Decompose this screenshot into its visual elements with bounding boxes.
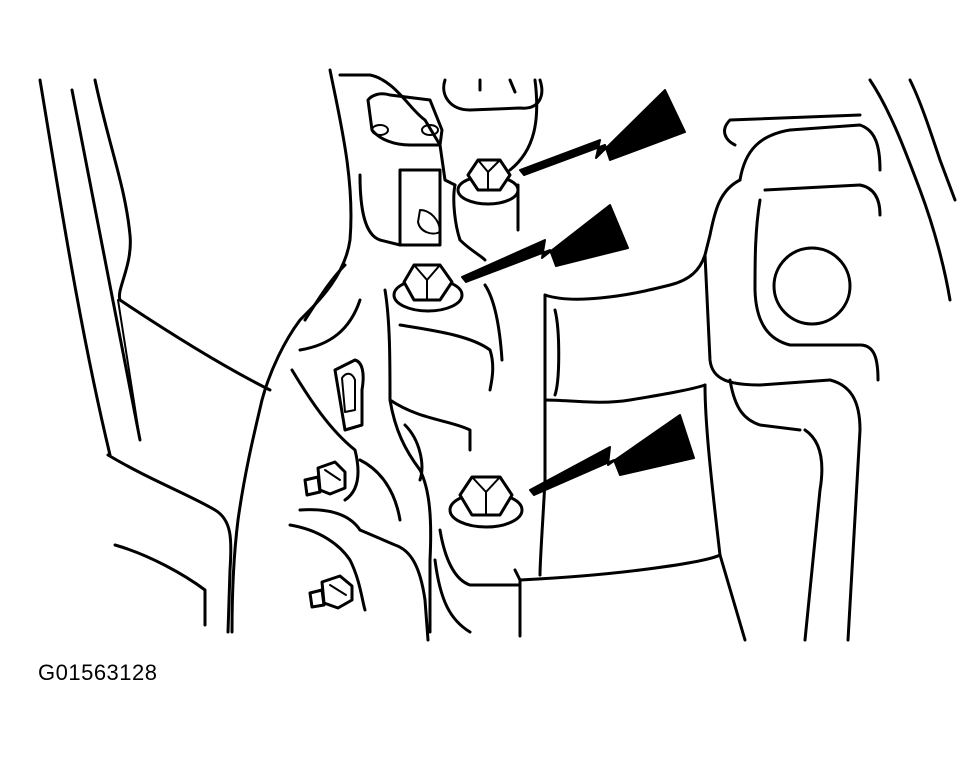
- upper-bolt-arrow: [519, 89, 686, 176]
- left-frame-rail: [38, 78, 272, 634]
- left-bracket: [230, 68, 430, 642]
- middle-bolt-arrow: [461, 204, 629, 283]
- left-stud-upper: [303, 460, 347, 497]
- figure-id-label: G01563128: [38, 660, 158, 685]
- lower-bolt: [448, 475, 524, 529]
- upper-bolt: [456, 158, 520, 206]
- right-panel: [543, 78, 957, 642]
- upper-housing: [338, 73, 544, 247]
- lower-bolt-arrow: [529, 414, 695, 496]
- middle-bolt: [392, 263, 464, 313]
- left-stud-lower: [308, 574, 354, 610]
- mount-arm: [383, 183, 722, 638]
